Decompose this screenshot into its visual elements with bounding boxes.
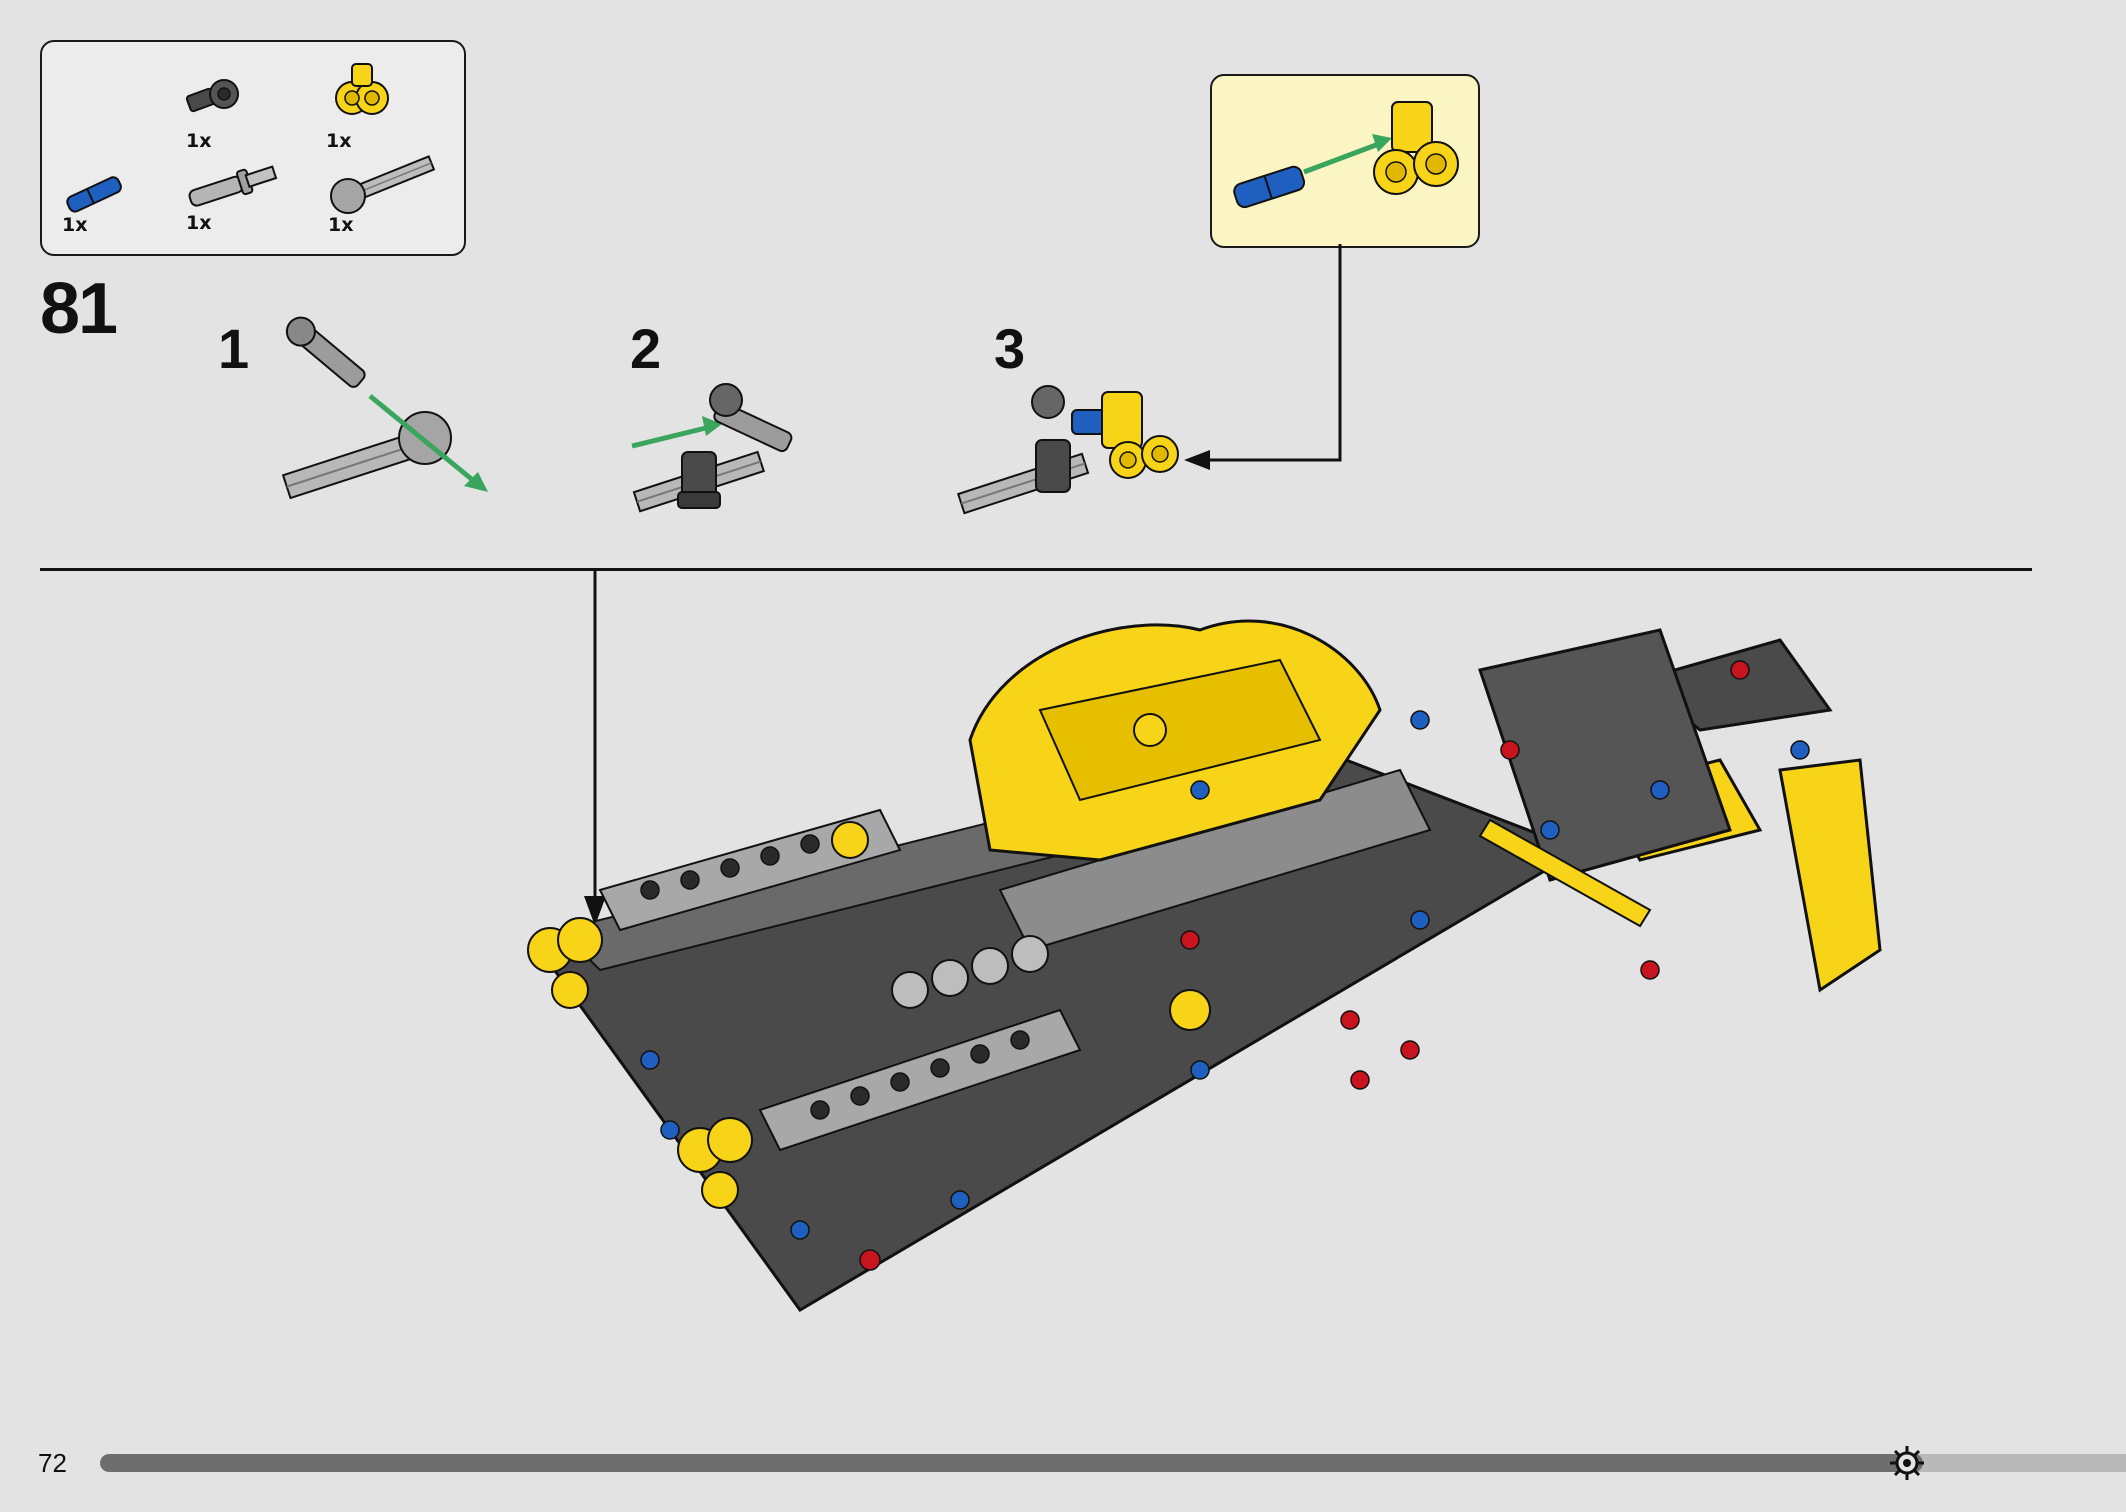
substep-label-1: 1 (218, 317, 250, 380)
substep-3-illustration (952, 372, 1192, 522)
blue-axle-pin-icon (60, 174, 130, 214)
part-quantity: 1x (326, 130, 352, 152)
part-quantity: 1x (186, 212, 212, 234)
sub-assembly-callout (1210, 74, 1480, 248)
dark-gray-axle-connector-icon (182, 72, 252, 122)
callout-pointer-line (1180, 244, 1360, 474)
gray-ball-joint-axle-icon (322, 150, 442, 220)
main-model-illustration (500, 590, 1900, 1350)
substep-1-illustration (270, 316, 500, 516)
gear-icon (1888, 1444, 1926, 1482)
substep-label-3: 3 (994, 317, 1026, 380)
placement-pointer-arrow (580, 570, 610, 930)
progress-bar-fill (100, 1454, 1924, 1472)
section-divider (40, 568, 2032, 571)
step-number: 81 (40, 269, 118, 349)
parts-list-box: 1x 1x 1x 1x (40, 40, 466, 256)
yellow-double-pin-connector-icon (322, 56, 402, 126)
part-quantity: 1x (62, 214, 88, 236)
light-gray-pin-with-axle-icon (182, 160, 282, 210)
progress-bar (100, 1454, 2126, 1472)
part-quantity: 1x (186, 130, 212, 152)
substep-label-2: 2 (630, 317, 662, 380)
part-quantity: 1x (328, 214, 354, 236)
substep-2-illustration (622, 372, 822, 532)
page-number: 72 (38, 1448, 67, 1478)
